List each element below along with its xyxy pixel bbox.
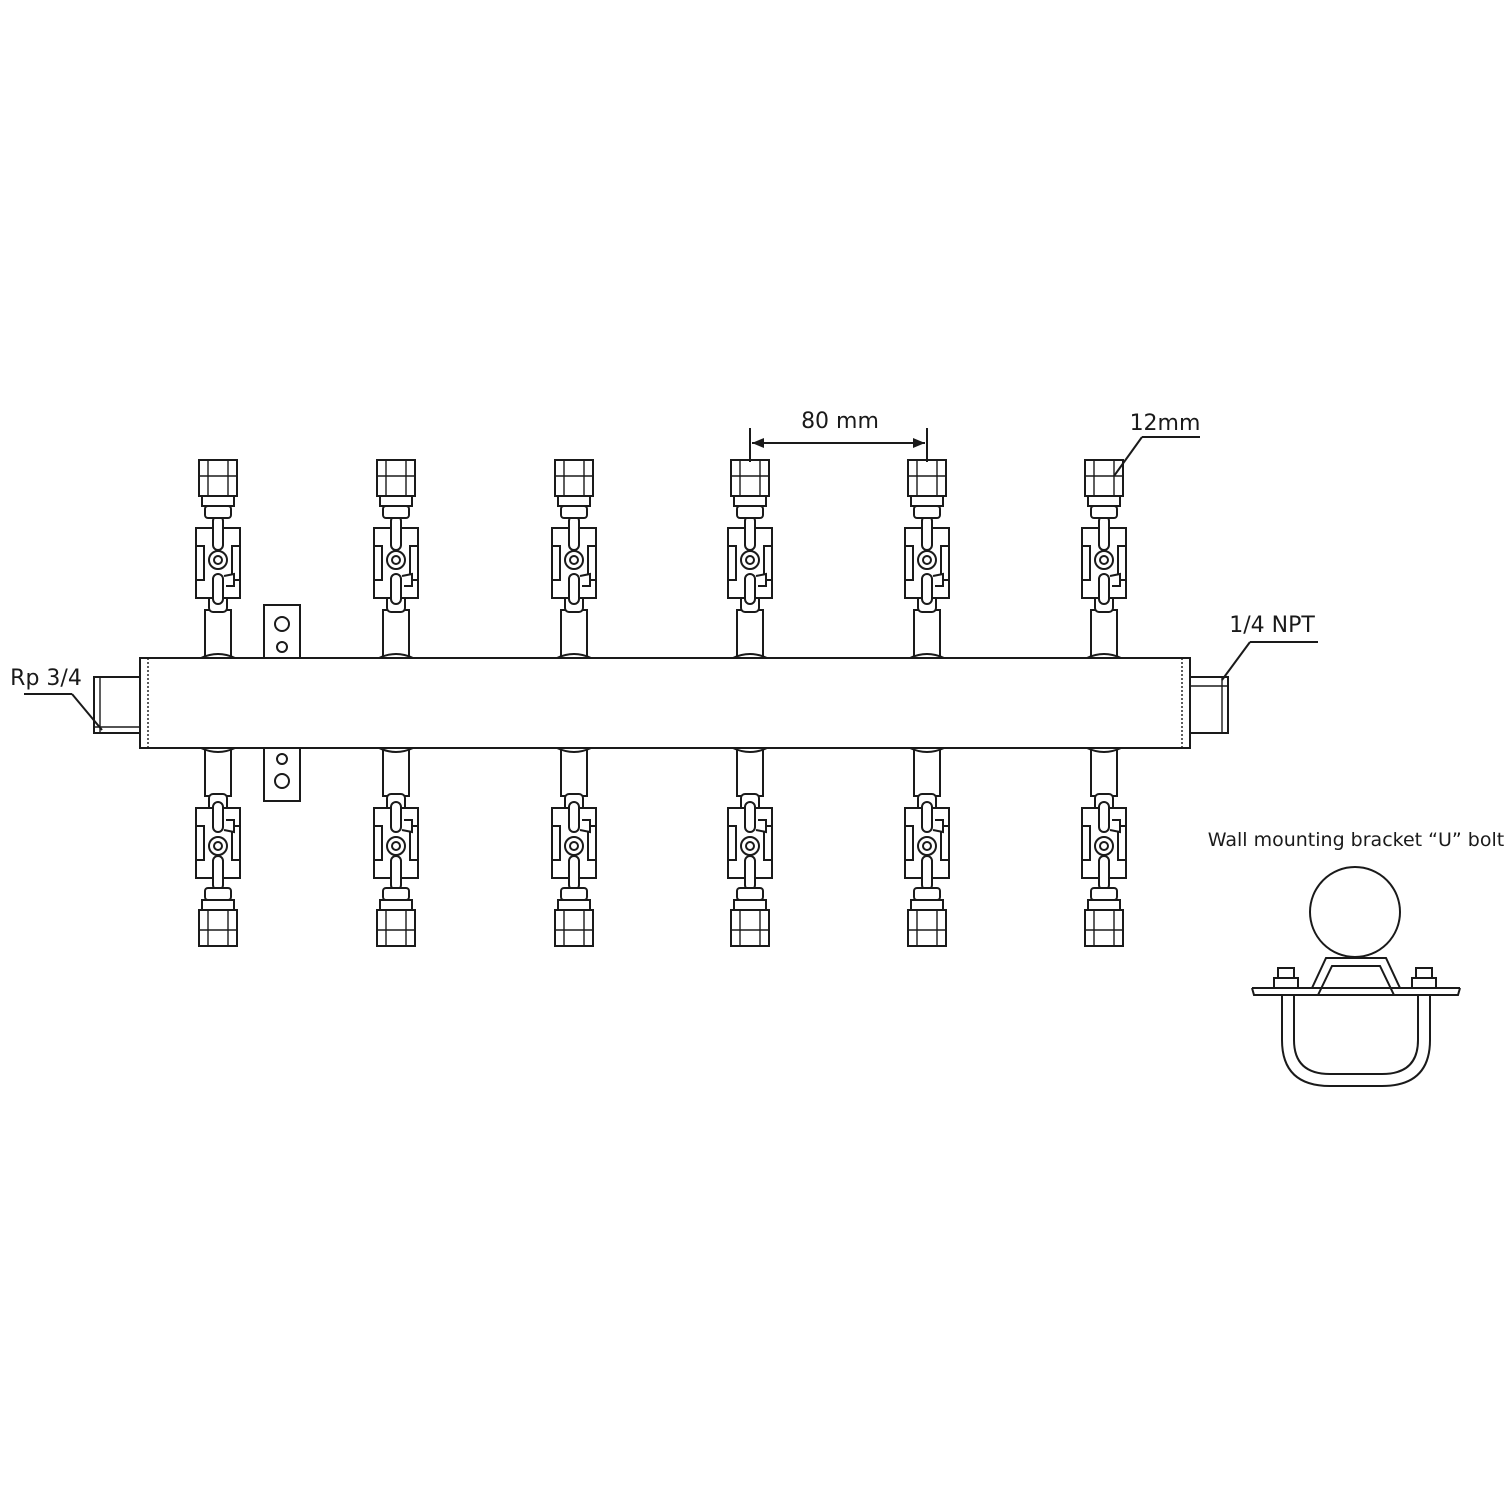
valve-bottom-5 (904, 747, 950, 947)
valve-top-3 (551, 459, 597, 659)
manifold-pipe (139, 657, 1191, 749)
tube-size-callout: 12mm (1113, 411, 1201, 477)
outlet-callout: 1/4 NPT (1221, 613, 1318, 681)
bolt-nut-right (1411, 967, 1437, 989)
valve-top-2 (373, 459, 419, 659)
bolt-nut-left (1273, 967, 1299, 989)
valve-bottom-1 (195, 747, 241, 947)
tube-size-label: 12mm (1130, 411, 1201, 436)
outlet-fitting (1189, 676, 1229, 734)
inlet-callout: Rp 3/4 (10, 666, 103, 731)
spacing-dimension: 80 mm (749, 409, 928, 462)
mounting-bracket-top (263, 604, 301, 659)
valve-bottom-6 (1081, 747, 1127, 947)
valve-bottom-2 (373, 747, 419, 947)
bracket-label: Wall mounting bracket “U” bolt (1208, 829, 1504, 851)
valve-row-bottom (195, 747, 1127, 947)
valve-bottom-4 (727, 747, 773, 947)
pipe-section (1309, 866, 1401, 958)
inlet-label: Rp 3/4 (10, 666, 82, 691)
valve-top-6 (1081, 459, 1127, 659)
valve-row-top (195, 459, 1127, 659)
inlet-fitting (93, 676, 141, 734)
spacing-label: 80 mm (801, 409, 879, 434)
valve-top-5 (904, 459, 950, 659)
mounting-bracket-bottom (263, 747, 301, 802)
u-bolt-bracket-detail: Wall mounting bracket “U” bolt (1208, 829, 1504, 1087)
valve-top-1 (195, 459, 241, 659)
valve-top-4 (727, 459, 773, 659)
valve-bottom-3 (551, 747, 597, 947)
outlet-label: 1/4 NPT (1229, 613, 1315, 638)
